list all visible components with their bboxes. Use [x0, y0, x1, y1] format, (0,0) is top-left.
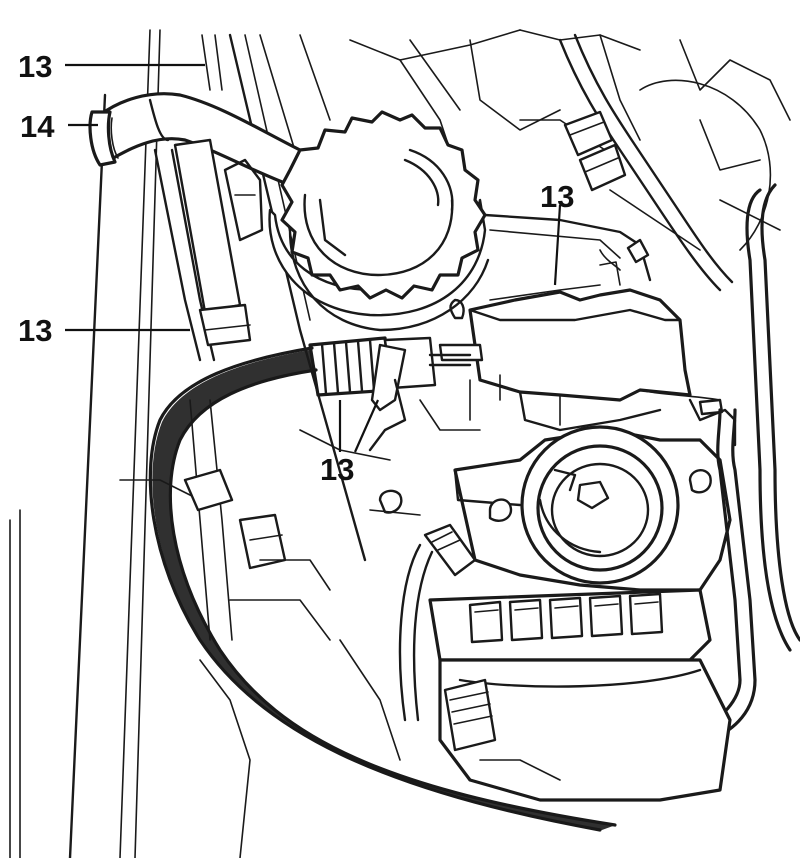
leader-13-right — [553, 204, 562, 286]
callout-13-right: 13 — [540, 179, 574, 214]
throttle-body — [453, 398, 757, 742]
reservoir-cap — [268, 110, 490, 332]
leader-13-center-b — [353, 399, 380, 453]
small-details — [199, 379, 481, 858]
callout-14: 14 — [20, 109, 55, 144]
upper-right-hose — [558, 33, 734, 292]
lower-connector — [428, 588, 732, 802]
callout-13-top: 13 — [18, 49, 52, 84]
throttle-cable — [148, 346, 617, 832]
reservoir-housing — [483, 213, 652, 301]
right-hose — [745, 183, 800, 652]
throttle-actuator — [438, 288, 721, 432]
callout-labels: 13 14 13 13 13 — [18, 49, 574, 487]
left-pipes — [119, 34, 264, 641]
callout-13-left: 13 — [18, 313, 52, 348]
leader-lines — [65, 63, 562, 453]
callout-13-center: 13 — [320, 452, 354, 487]
sensor-plug — [398, 523, 477, 722]
